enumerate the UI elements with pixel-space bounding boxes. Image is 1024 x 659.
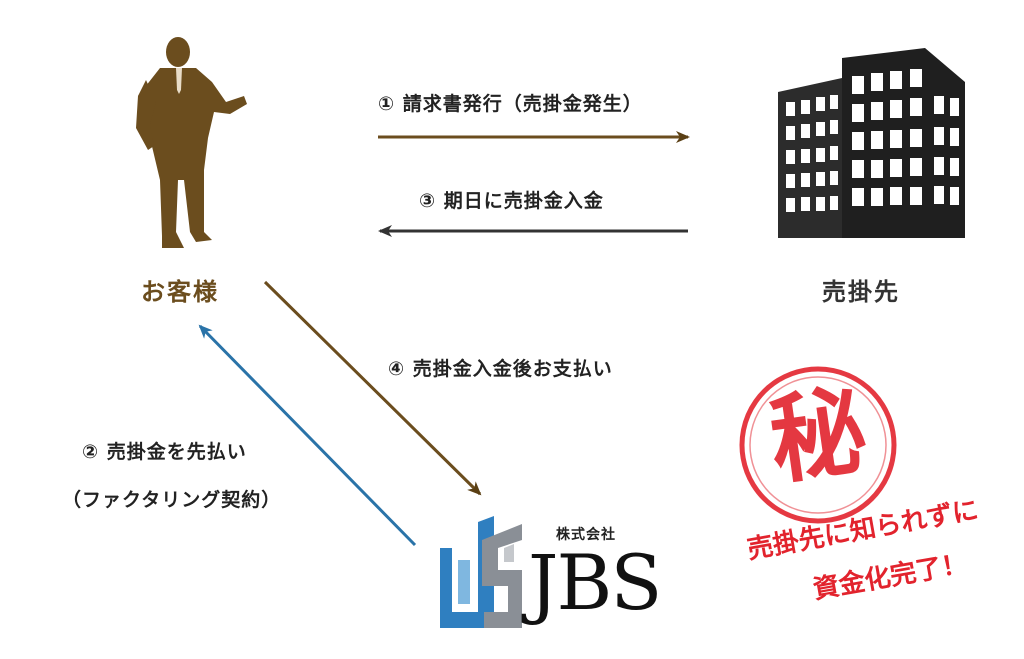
step1-label: ① 請求書発行（売掛金発生）	[378, 93, 643, 115]
step2-sublabel: （ファクタリング契約）	[62, 489, 282, 511]
step2-label: ② 売掛金を先払い	[82, 441, 247, 463]
company-logo-text: JBS	[528, 538, 662, 627]
secret-mark: 秘	[762, 372, 874, 499]
step3-label: ③ 期日に売掛金入金	[419, 190, 604, 212]
customer-label: お客様	[141, 278, 219, 306]
secret-stamp-icon	[739, 366, 897, 524]
office-building-icon	[778, 48, 965, 238]
arrow-step2	[198, 324, 417, 547]
arrow-step4	[263, 280, 482, 496]
debtor-label: 売掛先	[822, 278, 900, 306]
jbs-logo-icon	[440, 516, 522, 628]
company-type-label: 株式会社	[556, 527, 616, 543]
businessman-icon	[136, 37, 247, 248]
step4-label: ④ 売掛金入金後お支払い	[388, 358, 613, 380]
tie-detail	[176, 68, 182, 94]
